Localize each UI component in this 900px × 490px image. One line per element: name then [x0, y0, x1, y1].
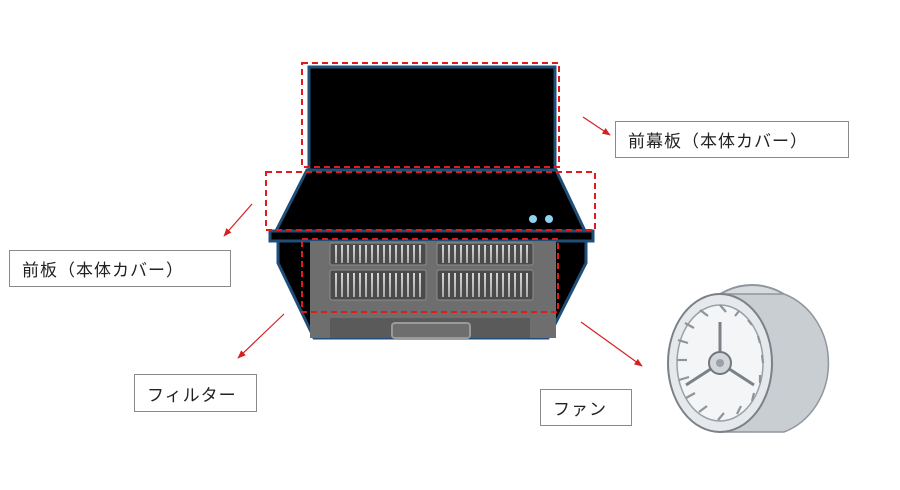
arrow-fan [580, 321, 643, 367]
arrow-filter [237, 313, 285, 359]
label-filter: フィルター [134, 374, 257, 412]
sirocco-fan-illustration [667, 284, 830, 433]
arrow-front-curtain [582, 116, 611, 136]
highlight-front-curtain [301, 62, 560, 168]
label-front-curtain: 前幕板（本体カバー） [615, 121, 849, 158]
arrow-front-panel [223, 203, 253, 237]
highlight-filter [301, 238, 559, 313]
front-curtain-panel [307, 65, 557, 172]
filter-handle [391, 322, 471, 339]
front-panel [273, 168, 588, 233]
range-hood-illustration [268, 65, 595, 340]
indicator-light [545, 215, 553, 223]
filter-grills [329, 242, 534, 301]
highlight-front-panel [265, 171, 596, 231]
label-front-panel: 前板（本体カバー） [9, 250, 231, 287]
indicator-light [529, 215, 537, 223]
label-fan: ファン [540, 389, 632, 426]
